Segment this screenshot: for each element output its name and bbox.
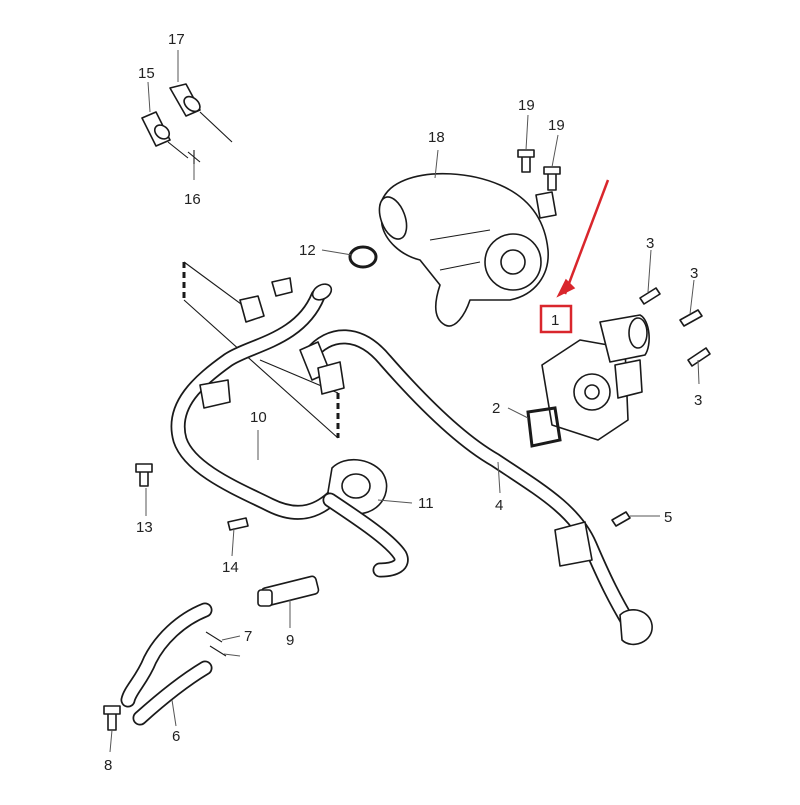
callout-5: 5 <box>664 509 672 526</box>
thermostat-housing-18 <box>378 172 557 327</box>
coolant-pipe-10 <box>170 277 343 520</box>
leader-lines <box>109 50 700 753</box>
callout-3-top: 3 <box>646 235 654 252</box>
bolts <box>103 149 711 731</box>
highlight-arrow <box>563 179 610 295</box>
callout-4: 4 <box>495 497 503 514</box>
callout-3-middle: 3 <box>690 265 698 282</box>
gasket-2 <box>526 406 562 448</box>
lower-pipe <box>120 492 409 726</box>
callout-11: 11 <box>418 495 434 512</box>
o-ring-12 <box>348 245 378 269</box>
callout-10: 10 <box>250 409 267 426</box>
callout-19-right: 19 <box>548 117 565 134</box>
callout-17: 17 <box>168 31 185 48</box>
callout-16: 16 <box>184 191 201 208</box>
callout-7: 7 <box>244 628 252 645</box>
highlight-box <box>539 304 573 334</box>
callout-1: 1 <box>551 312 559 329</box>
callout-8: 8 <box>104 757 112 774</box>
callout-12: 12 <box>299 242 316 259</box>
sensors <box>141 83 233 164</box>
callout-6: 6 <box>172 728 180 745</box>
coolant-hose-4 <box>299 329 653 646</box>
callout-18: 18 <box>428 129 445 146</box>
callout-14: 14 <box>222 559 239 576</box>
clip-7 <box>205 631 227 657</box>
callout-15: 15 <box>138 65 155 82</box>
connector-9 <box>257 575 320 607</box>
callout-19-left: 19 <box>518 97 535 114</box>
thermostat-1 <box>541 314 650 441</box>
callout-2: 2 <box>492 400 500 417</box>
callout-labels: 1 2 3 3 3 4 5 6 7 8 9 10 11 12 13 14 15 … <box>104 31 702 774</box>
highlight-arrow-head <box>556 278 576 298</box>
callout-9: 9 <box>286 632 294 649</box>
callout-3-bottom: 3 <box>694 392 702 409</box>
callout-13: 13 <box>136 519 153 536</box>
